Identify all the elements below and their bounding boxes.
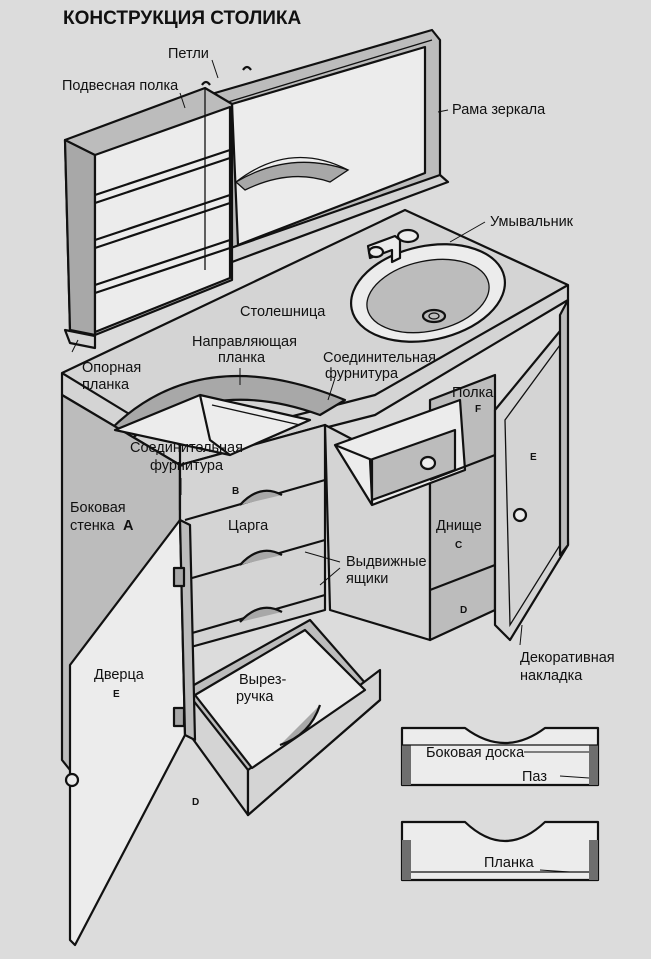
label-hardware-right-2: фурнитура: [325, 366, 399, 382]
open-drawer: [183, 618, 382, 817]
hanging-shelf: [63, 86, 234, 350]
label-door-letter: E: [113, 689, 120, 700]
label-hanging-shelf: Подвесная полка: [62, 78, 179, 94]
label-bottom: Днище: [436, 518, 482, 534]
label-countertop: Столешница: [240, 304, 326, 320]
label-hinges: Петли: [168, 46, 209, 62]
label-hardware-left-2: фурнитура: [150, 458, 224, 474]
label-door-right-letter: E: [530, 452, 537, 463]
label-hardware-right-1: Соединительная: [323, 350, 436, 366]
label-decor-trim-1: Декоративная: [520, 650, 615, 666]
drawer-stack: [113, 393, 327, 652]
label-guide-rail-1: Направляющая: [192, 334, 297, 350]
label-side-panel-letter: A: [123, 518, 134, 534]
label-plank: Планка: [484, 855, 535, 871]
section-detail-side-board: [400, 726, 600, 787]
label-support-rail-2: планка: [82, 377, 130, 393]
label-guide-rail-2: планка: [218, 350, 266, 366]
sink-basin: [349, 228, 507, 343]
label-shelf-letter: F: [475, 404, 481, 415]
label-d-lower: D: [192, 797, 199, 808]
label-mirror-frame: Рама зеркала: [452, 102, 546, 118]
right-door: [493, 298, 570, 642]
label-decor-trim-2: накладка: [520, 668, 583, 684]
labels: Петли Подвесная полка Рама зеркала Умыва…: [62, 46, 615, 871]
label-hardware-left-1: Соединительная: [130, 440, 243, 456]
label-groove: Паз: [522, 769, 547, 785]
label-handle-cutout-2: ручка: [236, 689, 274, 705]
label-rail-letter: B: [232, 486, 239, 497]
section-detail-plank: [400, 820, 600, 882]
label-drawers-1: Выдвижные: [346, 554, 427, 570]
center-cabinet: [323, 373, 497, 642]
label-door: Дверца: [94, 667, 145, 683]
leader-lines: [71, 59, 590, 873]
label-handle-cutout-1: Вырез-: [239, 672, 287, 688]
label-support-rail-1: Опорная: [82, 360, 141, 376]
left-door: [64, 518, 197, 947]
label-shelf: Полка: [452, 385, 494, 401]
label-side-panel-2: стенка: [70, 518, 115, 534]
label-d-right: D: [460, 605, 467, 616]
diagram-title: КОНСТРУКЦИЯ СТОЛИКА: [63, 8, 302, 29]
label-drawers-2: ящики: [346, 571, 388, 587]
label-side-board: Боковая доска: [426, 745, 525, 761]
label-rail: Царга: [228, 518, 269, 534]
label-side-panel-1: Боковая: [70, 500, 126, 516]
label-bottom-letter: C: [455, 540, 462, 551]
label-sink: Умывальник: [490, 214, 574, 230]
